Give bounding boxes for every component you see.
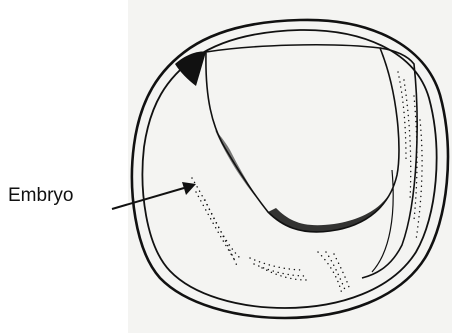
cotyledon-outline [206,45,399,232]
arrow-right-icon [112,182,196,209]
embryo-dots [192,72,422,294]
right-band-outline [362,48,417,278]
embryo-label: Embryo [8,186,73,205]
right-band-inner [372,170,393,272]
